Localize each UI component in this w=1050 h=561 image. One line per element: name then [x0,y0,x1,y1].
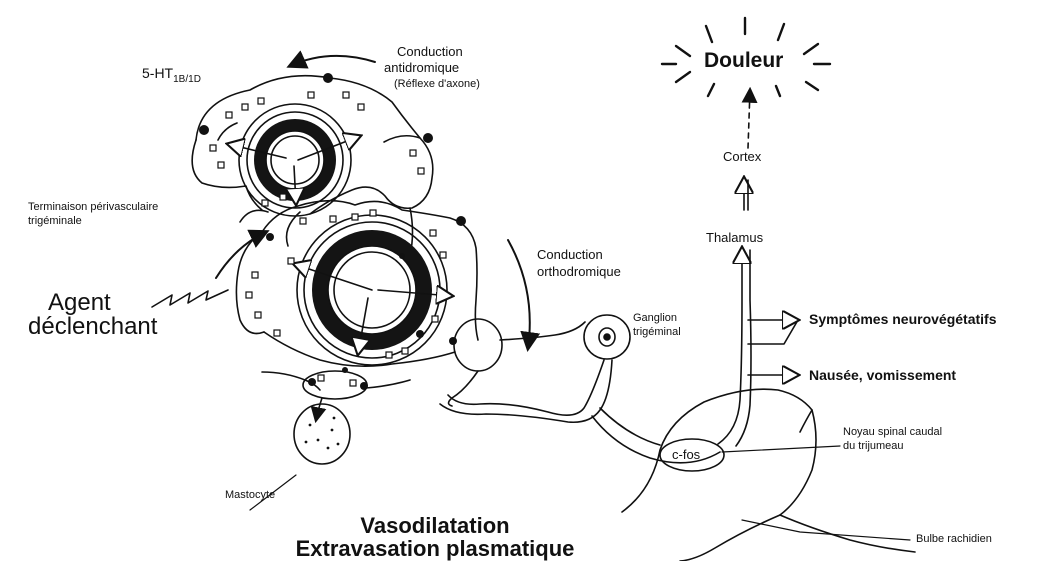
bulbe-label: Bulbe rachidien [916,533,992,545]
extravasation-line: Extravasation plasmatique [220,537,650,560]
receptor-name: 5-HT [142,65,173,81]
douleur-label: Douleur [704,49,783,72]
receptor-label: 5-HT1B/1D [142,66,201,81]
mastocyte-label: Mastocyte [225,489,275,501]
agent-zigzag [152,290,228,307]
orthodromic-label: Conduction [537,248,603,262]
thalamus-label: Thalamus [706,231,763,245]
noyau-label-2: du trijumeau [843,440,904,452]
axon-reflex-label: (Réflexe d'axone) [394,78,480,90]
mastocyte-granules [305,415,340,450]
symptomes-label: Symptômes neurovégétatifs [809,312,997,327]
ganglion-label: Ganglion [633,312,677,324]
antidromic-arrow [290,56,375,66]
nausee-label: Nausée, vomissement [809,368,956,383]
agent-label-2: déclenchant [28,314,157,340]
receptor-subscript: 1B/1D [173,74,201,85]
vasodilatation-line: Vasodilatation [220,514,650,537]
trigger-arrow [216,232,266,278]
ganglion-label-2: trigéminal [633,326,681,338]
cfos-label: c-fos [672,448,700,462]
orthodromic-label-2: orthodromique [537,265,621,279]
terminaison-label: Terminaison périvasculaire [28,201,158,213]
noyau-label: Noyau spinal caudal [843,426,942,438]
orthodromic-arrow [508,240,530,348]
cortex-label: Cortex [723,150,761,164]
vasodilatation-title: Vasodilatation Extravasation plasmatique [220,514,650,560]
antidromic-label-2: antidromique [384,61,459,75]
mastocyte-cell [294,404,350,464]
terminaison-label-2: trigéminale [28,215,82,227]
ganglion-cell-body [454,319,502,371]
antidromic-label: Conduction [397,45,463,59]
